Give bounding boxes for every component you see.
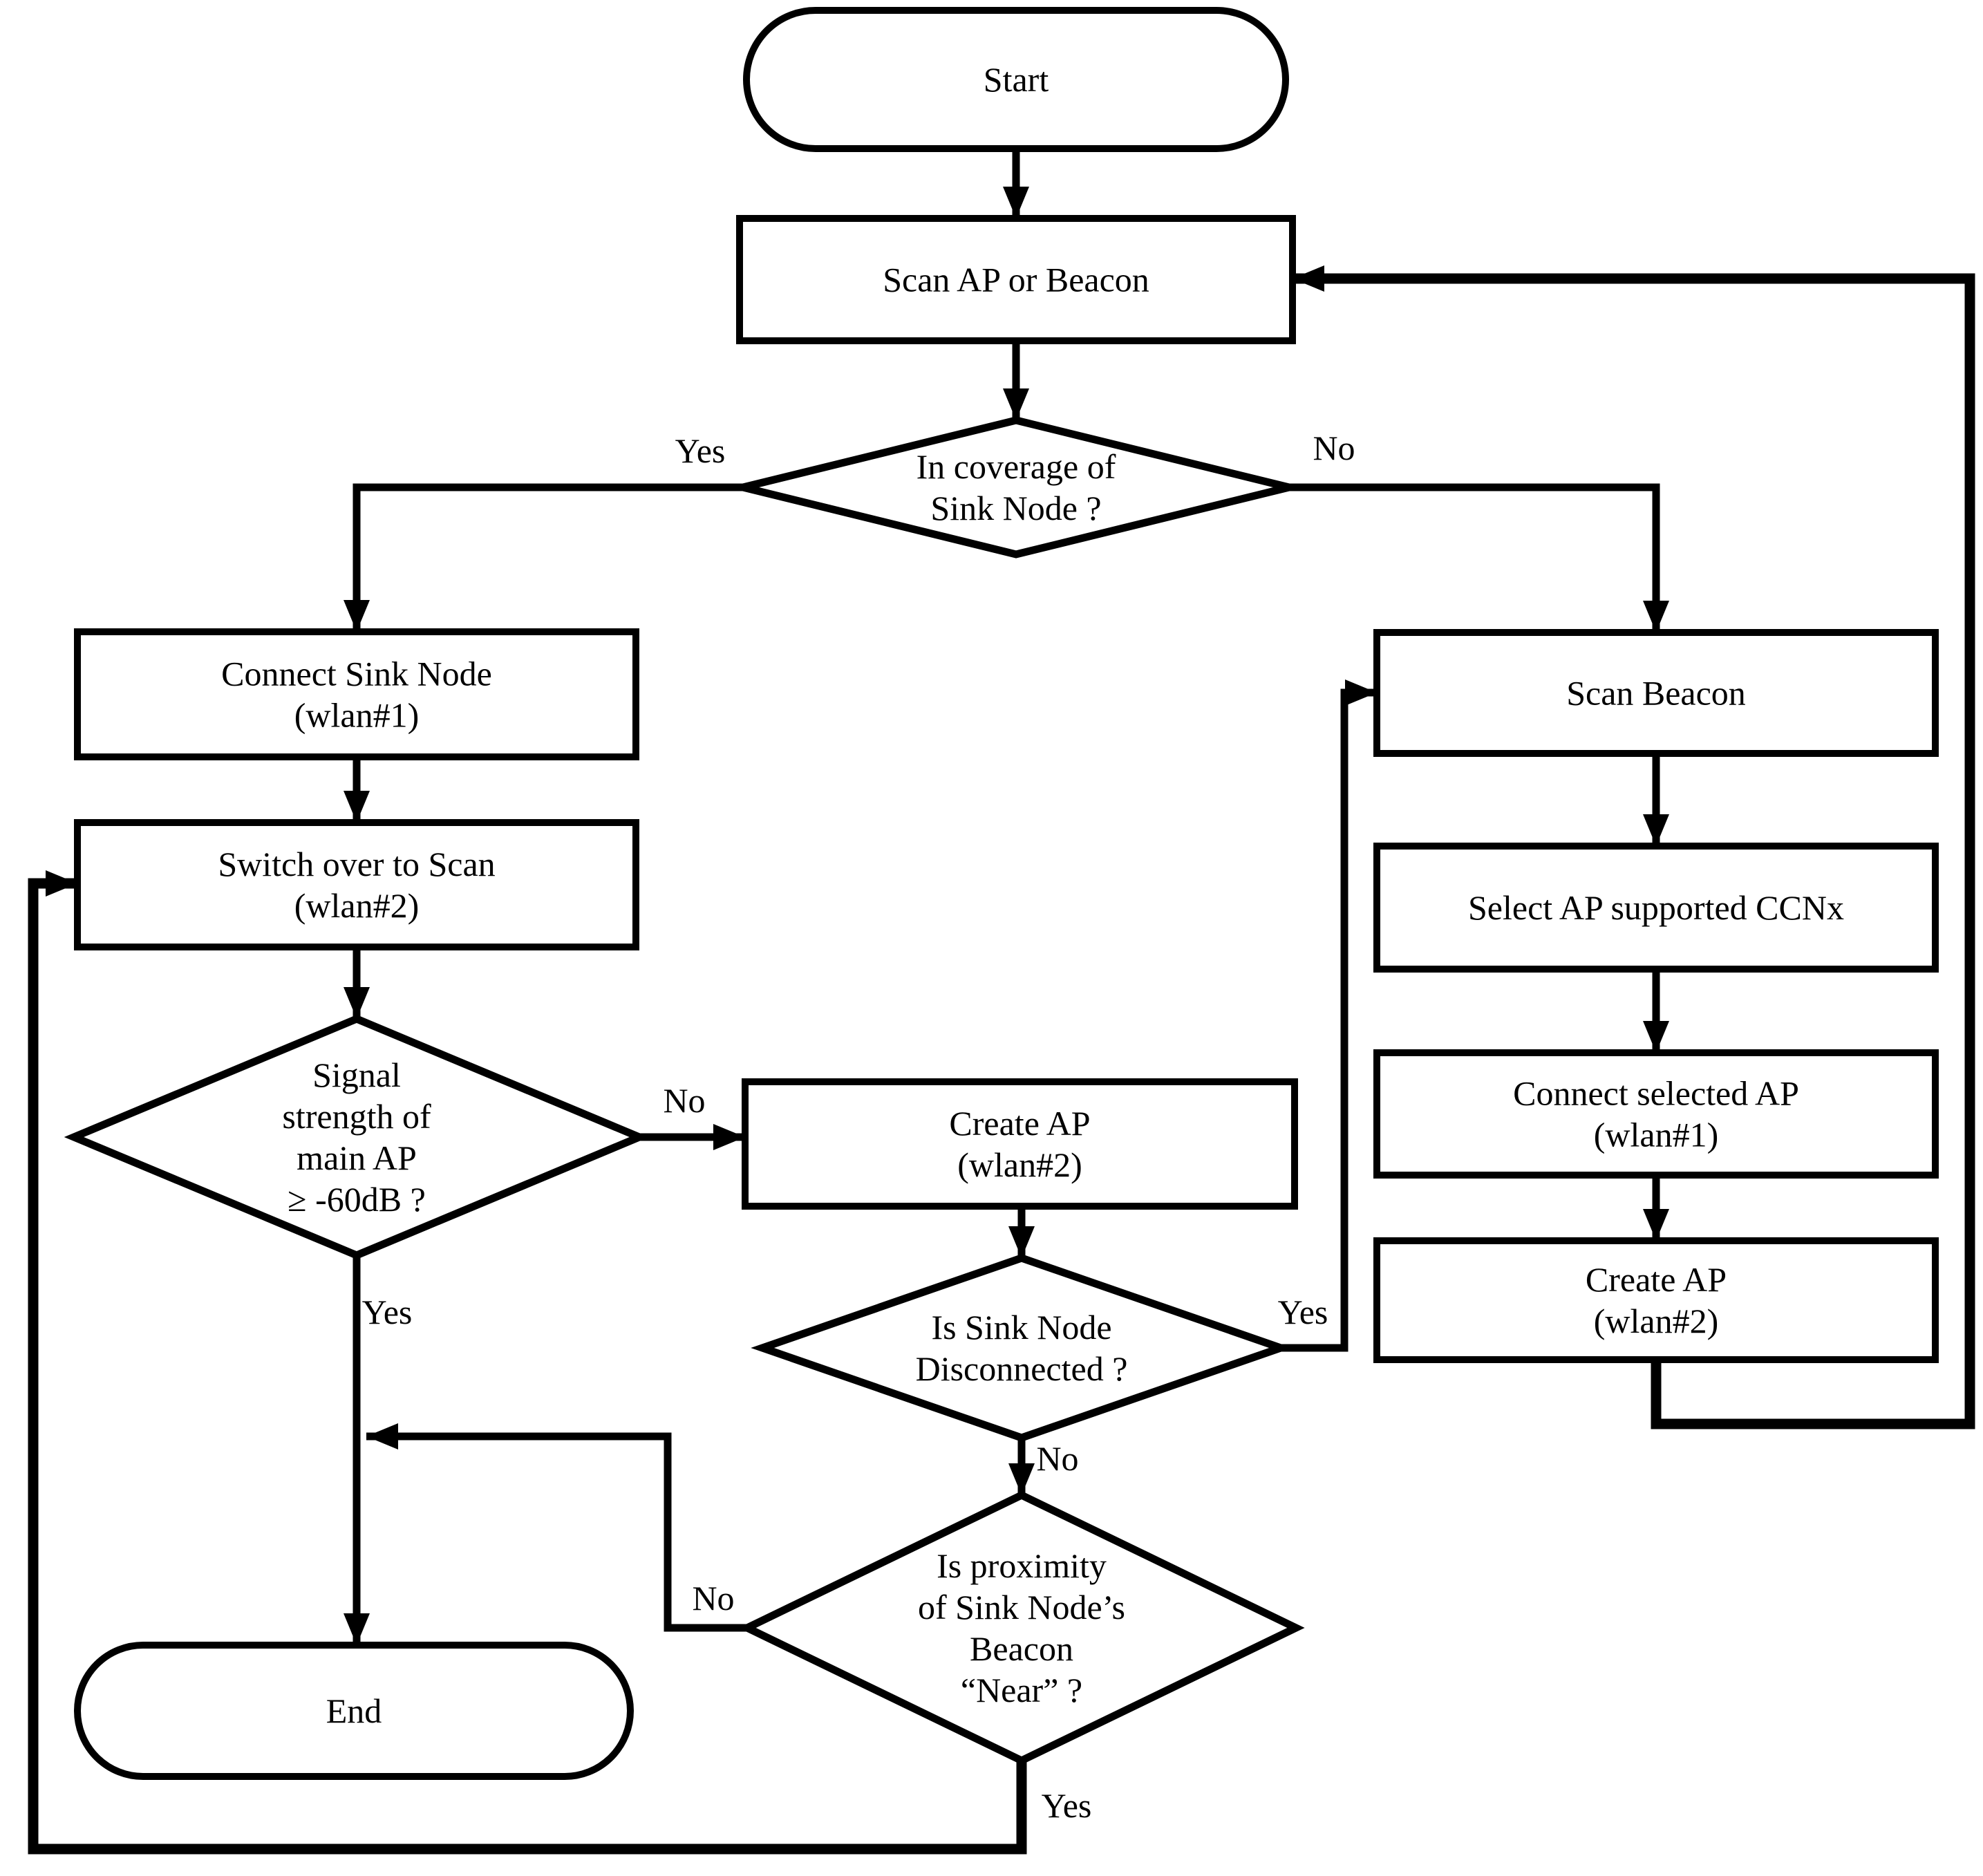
process-shape: [1373, 629, 1939, 757]
node-label-line: Start: [984, 60, 1049, 99]
edge-coverage-yes: [344, 483, 743, 632]
node-label-line: Connect Sink Node: [221, 655, 492, 693]
node-label: Start: [984, 60, 1049, 99]
node-connect-selected: Connect selected AP(wlan#1): [1373, 1049, 1939, 1179]
node-label: Switch over to Scan(wlan#2): [218, 845, 495, 925]
node-label-line: (wlan#2): [294, 886, 420, 925]
node-label: Create AP(wlan#2): [1586, 1260, 1727, 1340]
node-label-line: Beacon: [970, 1629, 1073, 1668]
node-label: Scan AP or Beacon: [883, 261, 1149, 299]
node-label-line: (wlan#1): [1594, 1116, 1719, 1154]
node-select-ap: Select AP supported CCNx: [1373, 843, 1939, 973]
node-create-ap-right: Create AP(wlan#2): [1373, 1237, 1939, 1363]
node-create-ap-mid: Create AP(wlan#2): [742, 1078, 1298, 1210]
node-label-line: Disconnected ?: [916, 1349, 1128, 1388]
edge-label-disconnected-yes: Yes: [1278, 1293, 1328, 1331]
edge-createapright-loop: [1293, 265, 1975, 1429]
node-switch-scan: Switch over to Scan(wlan#2): [74, 819, 639, 950]
node-label-line: Signal: [312, 1056, 401, 1094]
node-label-line: Create AP: [949, 1104, 1090, 1143]
node-label-line: Connect selected AP: [1513, 1074, 1799, 1113]
node-label: Connect selected AP(wlan#1): [1513, 1074, 1799, 1154]
node-label-line: In coverage of: [917, 447, 1116, 486]
node-label-line: ≥ -60dB ?: [288, 1180, 426, 1219]
node-end: End: [74, 1642, 634, 1780]
node-label: End: [326, 1691, 382, 1730]
process-shape: [1373, 1049, 1939, 1179]
edge-proximity-no: [366, 1423, 747, 1632]
edge-coverage-no: [1289, 483, 1669, 632]
node-scan-beacon: Scan Beacon: [1373, 629, 1939, 757]
node-connect-sink: Connect Sink Node(wlan#1): [74, 628, 639, 760]
node-label: Create AP(wlan#2): [949, 1104, 1090, 1184]
node-label-line: Select AP supported CCNx: [1468, 888, 1844, 927]
node-label: Scan Beacon: [1566, 674, 1746, 713]
decision-shape: [751, 1254, 1293, 1442]
node-label-line: End: [326, 1691, 382, 1730]
node-label-line: Create AP: [1586, 1260, 1727, 1299]
decision-shape: [64, 1015, 650, 1259]
edge-proximity-yes: [28, 870, 1027, 1855]
edge-label-coverage-no: No: [1313, 429, 1355, 467]
edge-label-coverage-yes: Yes: [675, 431, 726, 470]
node-label-line: Is Sink Node: [931, 1308, 1111, 1347]
node-label-line: of Sink Node’s: [918, 1588, 1125, 1626]
node-label: Connect Sink Node(wlan#1): [221, 655, 492, 735]
node-label-line: Is proximity: [937, 1546, 1107, 1585]
node-start: Start: [743, 7, 1289, 152]
decision-shape: [742, 416, 1290, 559]
node-label-line: Switch over to Scan: [218, 845, 495, 883]
edge-label-signal-no: No: [663, 1081, 705, 1120]
edge-label-signal-yes: Yes: [362, 1293, 413, 1331]
edge-label-proximity-yes: Yes: [1042, 1786, 1092, 1825]
decision-shape: [738, 1490, 1305, 1765]
node-scan-ap: Scan AP or Beacon: [736, 215, 1296, 344]
process-shape: [742, 1078, 1298, 1210]
edge-disconnected-yes: [1281, 679, 1377, 1352]
node-label-line: “Near” ?: [961, 1671, 1082, 1709]
node-label-line: main AP: [297, 1138, 417, 1177]
node-label-line: (wlan#1): [294, 696, 420, 735]
edge-label-disconnected-no: No: [1036, 1439, 1078, 1478]
node-label-line: Scan Beacon: [1566, 674, 1746, 713]
node-label-line: (wlan#2): [957, 1145, 1082, 1184]
process-shape: [1373, 1237, 1939, 1363]
node-label-line: Scan AP or Beacon: [883, 261, 1149, 299]
node-label: Select AP supported CCNx: [1468, 888, 1844, 927]
node-label-line: Sink Node ?: [930, 489, 1101, 527]
process-shape: [74, 819, 639, 950]
node-label-line: strength of: [282, 1097, 431, 1136]
process-shape: [74, 628, 639, 760]
node-label-line: (wlan#2): [1594, 1302, 1719, 1340]
edge-label-proximity-no: No: [692, 1579, 734, 1617]
